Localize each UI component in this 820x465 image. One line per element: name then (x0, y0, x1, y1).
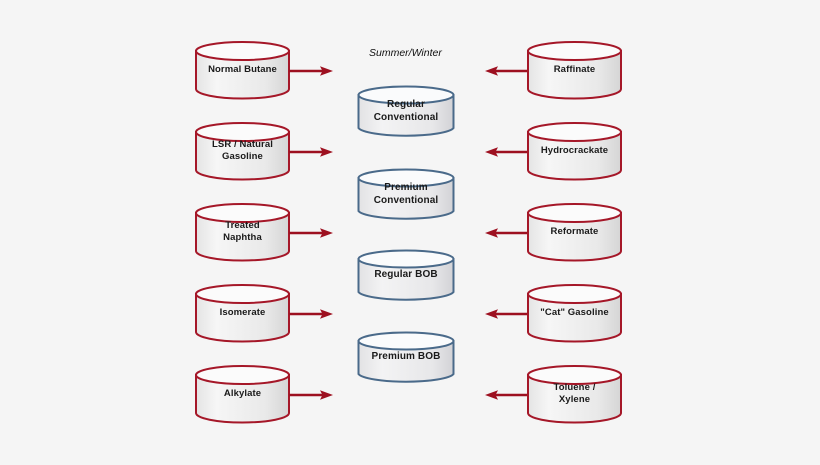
arrow-right-alkylate (289, 389, 335, 401)
cylinder-shape-icon (357, 249, 455, 301)
cylinder-label: Hydrocrackate (540, 145, 609, 157)
cylinder-premium-bob[interactable]: Premium BOB (357, 331, 455, 384)
cylinder-shape-icon (527, 365, 622, 424)
cylinder-shape-icon (195, 122, 290, 181)
arrow-right-isomerate (289, 308, 335, 320)
cylinder-label: Regular Conventional (373, 99, 439, 123)
cylinder-shape-icon (527, 203, 622, 262)
arrow-right-treated-naphtha (289, 227, 335, 239)
cylinder-shape-icon (357, 331, 455, 383)
cylinder-label: LSR / Natural Gasoline (212, 139, 273, 162)
cylinder-raffinate[interactable]: Raffinate (527, 41, 622, 100)
cylinder-shape-icon (527, 122, 622, 181)
cylinder-premium-conventional[interactable]: Premium Conventional (357, 168, 455, 221)
cylinder-toluene-xylene[interactable]: Toluene / Xylene (527, 365, 622, 424)
cylinder-label: Raffinate (553, 64, 596, 76)
cylinder-label: Normal Butane (208, 64, 277, 76)
cylinder-isomerate[interactable]: Isomerate (195, 284, 290, 343)
arrow-right-normal-butane (289, 65, 335, 77)
cylinder-cat-gasoline[interactable]: "Cat" Gasoline (527, 284, 622, 343)
cylinder-reformate[interactable]: Reformate (527, 203, 622, 262)
arrow-left-reformate (484, 227, 529, 239)
cylinder-shape-icon (527, 284, 622, 343)
cylinder-label: Premium BOB (371, 351, 441, 363)
cylinder-label: "Cat" Gasoline (540, 307, 609, 319)
cylinder-lsr-natural-gasoline[interactable]: LSR / Natural Gasoline (195, 122, 290, 181)
cylinder-label: Reformate (550, 226, 599, 238)
cylinder-label: Isomerate (219, 307, 266, 319)
cylinder-label: Toluene / Xylene (553, 382, 596, 405)
cylinder-shape-icon (527, 41, 622, 100)
cylinder-shape-icon (195, 203, 290, 262)
arrow-right-lsr-natural-gasoline (289, 146, 335, 158)
cylinder-label: Premium Conventional (373, 182, 439, 206)
cylinder-shape-icon (357, 168, 455, 220)
cylinder-label: Alkylate (223, 388, 262, 400)
cylinder-regular-conventional[interactable]: Regular Conventional (357, 85, 455, 138)
cylinder-alkylate[interactable]: Alkylate (195, 365, 290, 424)
cylinder-treated-naphtha[interactable]: Treated Naphtha (195, 203, 290, 262)
arrow-left-cat-gasoline (484, 308, 529, 320)
cylinder-label: Regular BOB (374, 269, 438, 281)
cylinder-hydrocrackate[interactable]: Hydrocrackate (527, 122, 622, 181)
arrow-left-hydrocrackate (484, 146, 529, 158)
cylinder-shape-icon (195, 365, 290, 424)
summer-winter-caption: Summer/Winter (369, 47, 442, 59)
cylinder-normal-butane[interactable]: Normal Butane (195, 41, 290, 100)
cylinder-shape-icon (357, 85, 455, 137)
arrow-left-toluene-xylene (484, 389, 529, 401)
arrow-left-raffinate (484, 65, 529, 77)
cylinder-shape-icon (195, 284, 290, 343)
cylinder-regular-bob[interactable]: Regular BOB (357, 249, 455, 302)
cylinder-label: Treated Naphtha (223, 220, 262, 243)
cylinder-shape-icon (195, 41, 290, 100)
